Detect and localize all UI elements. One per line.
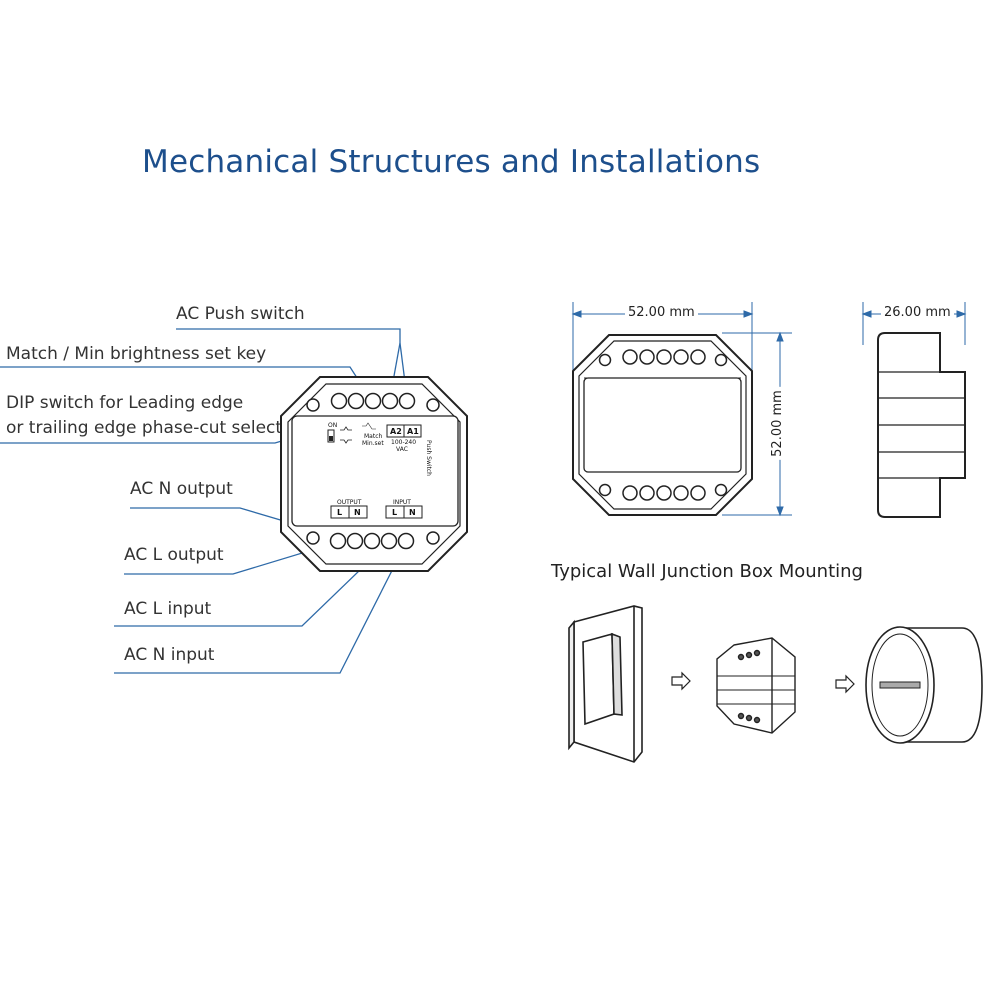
match-label: Match: [364, 433, 383, 440]
device-side-view: [877, 332, 966, 518]
input-l-label: L: [392, 508, 397, 517]
callout-ac-l-input: AC L input: [124, 599, 212, 619]
voltage-label: 100-240: [391, 439, 416, 446]
callout-dip-switch-line1: DIP switch for Leading edge: [6, 393, 244, 413]
dip-on-label: ON: [328, 422, 337, 429]
push-switch-side-label: Push Switch: [425, 440, 432, 476]
callout-ac-n-output: AC N output: [130, 479, 233, 499]
a1-label: A1: [407, 427, 419, 436]
page-title: Mechanical Structures and Installations: [142, 144, 761, 180]
mounting-arrow-1: [671, 671, 691, 691]
dimmer-3d-illustration: [716, 637, 796, 734]
height-dimension-label: 52.00 mm: [769, 387, 785, 460]
input-label: INPUT: [393, 499, 411, 506]
bottom-terminals: [306, 531, 440, 550]
callout-match-key: Match / Min brightness set key: [6, 344, 267, 364]
device-dimensioned-view: [572, 334, 753, 516]
a2-label: A2: [390, 427, 402, 436]
output-l-label: L: [337, 508, 342, 517]
dip-switch: [327, 422, 376, 444]
width-dimension-label: 52.00 mm: [625, 305, 698, 320]
callout-dip-switch-line2: or trailing edge phase-cut select: [6, 418, 283, 438]
junction-box-illustration: [865, 626, 983, 744]
input-n-label: N: [409, 508, 416, 517]
callout-ac-n-input: AC N input: [124, 645, 215, 665]
top-terminals: [306, 392, 440, 412]
mounting-arrow-2: [835, 674, 855, 694]
mounting-title: Typical Wall Junction Box Mounting: [551, 561, 863, 582]
callout-ac-push-switch: AC Push switch: [176, 304, 305, 324]
vac-label: VAC: [396, 446, 408, 453]
output-label: OUTPUT: [337, 499, 362, 506]
callout-ac-l-output: AC L output: [124, 545, 224, 565]
min-set-label: Min.set: [362, 440, 384, 447]
wall-switch-illustration: [568, 605, 643, 763]
dimensioned-terminals: [598, 349, 728, 501]
depth-dimension-label: 26.00 mm: [881, 305, 954, 320]
output-n-label: N: [354, 508, 361, 517]
